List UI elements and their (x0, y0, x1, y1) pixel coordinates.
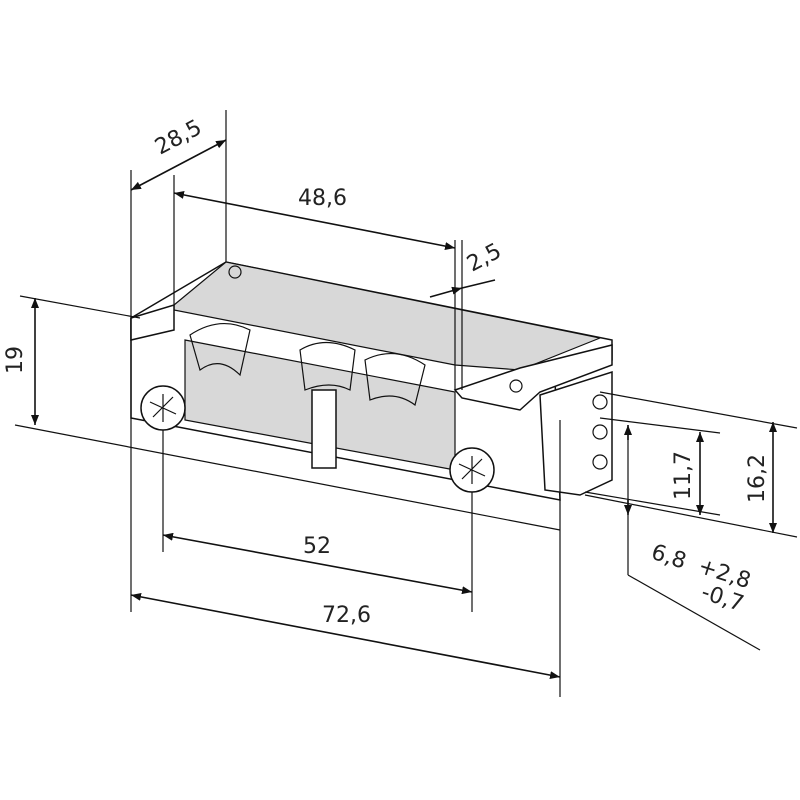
dim-11-7: 11,7 (671, 451, 696, 500)
dim-16-2: 16,2 (745, 454, 770, 503)
dim-2-5: 2,5 (463, 239, 506, 278)
dimension-lines (31, 139, 777, 680)
screw-left (140, 385, 186, 431)
dim-19: 19 (3, 346, 28, 374)
screw-right (449, 447, 495, 493)
dim-72-6: 72,6 (322, 603, 371, 628)
dim-28-5: 28,5 (151, 115, 206, 160)
dim-48-6: 48,6 (298, 186, 347, 211)
dim-52: 52 (303, 534, 331, 559)
door-opener-body (130, 261, 613, 501)
dim-6-8: 6,8 (648, 540, 689, 575)
